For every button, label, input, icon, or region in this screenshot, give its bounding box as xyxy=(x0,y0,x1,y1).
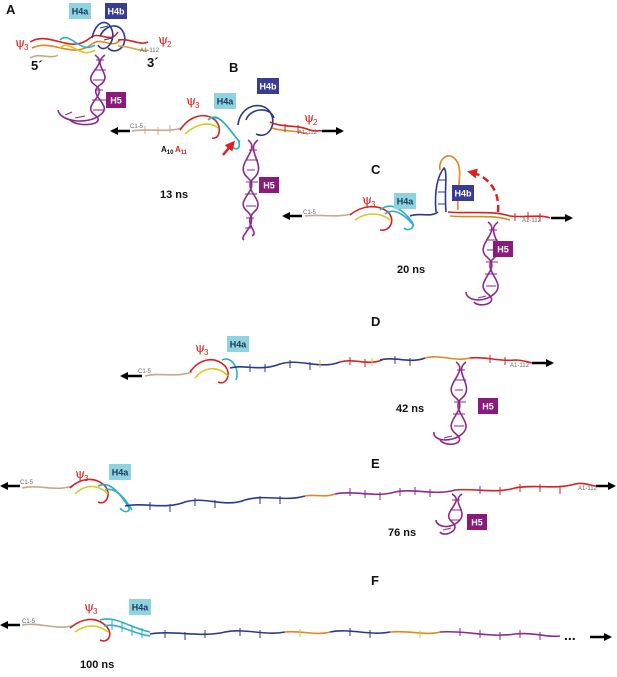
three-prime-label: 3´ xyxy=(147,55,159,70)
psi3-label-b: ψ xyxy=(186,94,196,109)
psi3-label-c: ψ xyxy=(362,193,372,208)
five-prime-label: 5´ xyxy=(31,58,43,73)
end-label-c: A1-112 xyxy=(522,218,542,224)
start-label-c: C1-5 xyxy=(303,210,317,216)
refold-arrow-c xyxy=(467,168,500,213)
psi3-label-d: ψ xyxy=(195,341,205,356)
panel-label-a: A xyxy=(6,2,16,17)
panel-a: A H4a xyxy=(6,2,172,126)
psi3-label-e: ψ xyxy=(75,467,85,482)
end-label-a: A1-112 xyxy=(140,48,160,54)
start-label-b: C1-5 xyxy=(130,124,144,130)
h5-label-d: H5 xyxy=(482,402,494,412)
panel-d-structure xyxy=(144,355,533,446)
psi3-sub-c: 3 xyxy=(371,200,376,209)
h4a-label-c: H4a xyxy=(397,197,415,207)
h4a-label-d: H4a xyxy=(230,340,248,350)
panel-label-e: E xyxy=(371,456,380,471)
a11-label: A11 xyxy=(175,145,188,156)
h4a-label-box-c xyxy=(394,193,416,209)
psi3-label: ψ xyxy=(15,36,25,51)
panel-c: C xyxy=(282,155,573,306)
panel-e: E xyxy=(0,456,616,539)
psi2-label: ψ xyxy=(158,33,168,48)
panel-f-structure xyxy=(21,618,561,642)
h5-label-box xyxy=(106,92,126,108)
panel-b-structure xyxy=(131,104,323,241)
time-label-f: 100 ns xyxy=(80,659,114,671)
panel-f: F xyxy=(0,573,612,671)
time-label-e: 76 ns xyxy=(388,527,416,539)
start-label-e: C1-5 xyxy=(20,480,34,486)
h4b-label-box-b xyxy=(257,78,279,94)
time-label-b: 13 ns xyxy=(160,189,188,201)
h5-label: H5 xyxy=(110,96,122,106)
panel-d: D xyxy=(120,314,554,446)
h5-label-e: H5 xyxy=(471,518,483,528)
time-label-d: 42 ns xyxy=(396,403,424,415)
kink-arrow-b xyxy=(222,140,235,156)
psi3-label-f: ψ xyxy=(84,600,94,615)
h4a-label-box-e xyxy=(109,464,131,480)
start-label-f: C1-5 xyxy=(22,619,36,625)
h4a-label-b: H4a xyxy=(217,97,235,107)
h4a-label: H4a xyxy=(72,7,90,17)
psi3-sub-e: 3 xyxy=(84,474,89,483)
panel-label-c: C xyxy=(371,162,381,177)
h5-label-box-d xyxy=(478,398,498,414)
end-label-d: A1-112 xyxy=(510,363,530,369)
end-label-b: A1-112 xyxy=(298,130,318,136)
psi3-sub-b: 3 xyxy=(195,101,200,110)
h5-label-box-c xyxy=(493,241,513,257)
h5-label-box-b xyxy=(259,177,279,193)
panel-label-d: D xyxy=(371,314,380,329)
time-label-c: 20 ns xyxy=(397,264,425,276)
continuation-dots: ... xyxy=(564,627,576,643)
h4a-label-e: H4a xyxy=(112,468,130,478)
panel-label-f: F xyxy=(371,573,379,588)
start-label-d: C1-5 xyxy=(138,369,152,375)
psi3-sub: 3 xyxy=(24,43,29,52)
h5-label-c: H5 xyxy=(497,245,509,255)
panel-label-b: B xyxy=(229,60,238,75)
h4a-label-box-b xyxy=(214,93,236,109)
h4b-label-box-c xyxy=(452,185,474,201)
h4b-label: H4b xyxy=(107,7,125,17)
end-label-e: A1-112 xyxy=(578,486,598,492)
panel-b: B xyxy=(110,60,344,241)
h4b-label-b: H4b xyxy=(259,82,277,92)
psi2-label-b: ψ xyxy=(304,111,314,126)
psi3-sub-f: 3 xyxy=(93,607,98,616)
psi2-sub: 2 xyxy=(167,40,172,49)
panel-c-structure xyxy=(304,155,551,306)
panel-e-structure xyxy=(21,478,597,535)
h4b-label-box xyxy=(105,3,127,19)
h4b-label-c: H4b xyxy=(454,189,472,199)
h4a-label-box-d xyxy=(227,336,249,352)
a10-label: A10 xyxy=(161,145,174,156)
h4a-label-box xyxy=(69,3,91,19)
panel-a-structure xyxy=(29,21,149,126)
h5-label-b: H5 xyxy=(263,181,275,191)
h5-label-box-e xyxy=(467,514,487,530)
h4a-label-f: H4a xyxy=(132,603,150,613)
psi2-sub-b: 2 xyxy=(313,118,318,127)
h4a-label-box-f xyxy=(129,599,151,615)
psi3-sub-d: 3 xyxy=(204,348,209,357)
